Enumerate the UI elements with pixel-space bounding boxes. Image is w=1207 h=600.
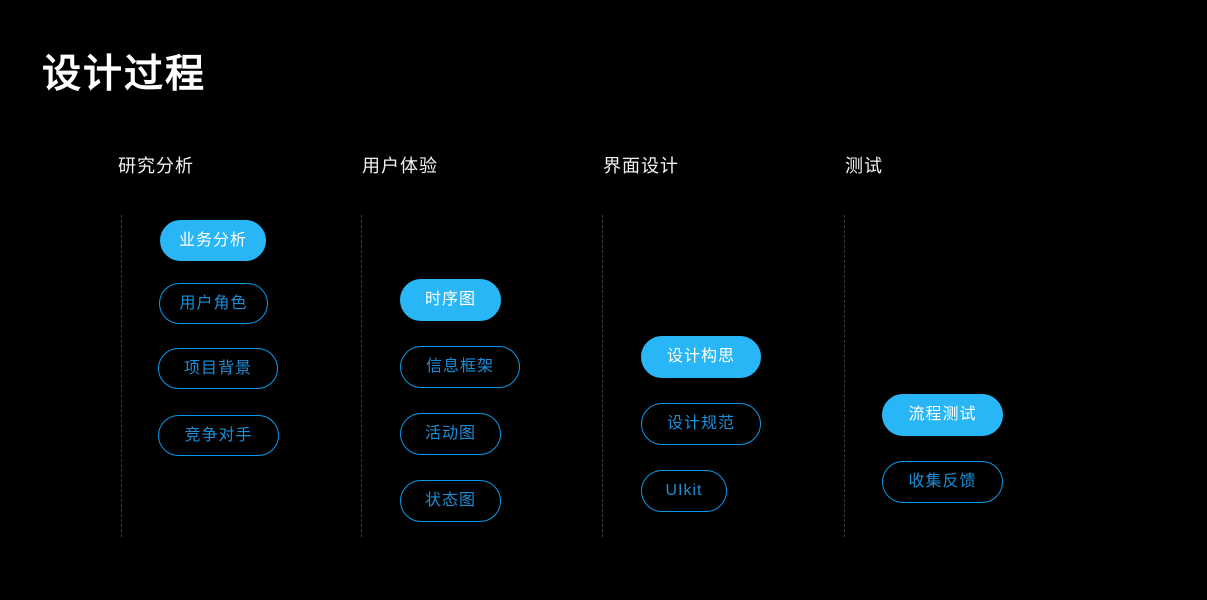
stage-pill[interactable]: 活动图 — [400, 413, 501, 455]
column-divider-4 — [844, 215, 845, 537]
stage-pill[interactable]: 设计构思 — [641, 336, 761, 378]
column-header-2: 用户体验 — [362, 156, 438, 176]
column-divider-2 — [361, 215, 362, 537]
stage-pill[interactable]: 设计规范 — [641, 403, 761, 445]
stage-pill[interactable]: 信息框架 — [400, 346, 520, 388]
stage-pill[interactable]: 业务分析 — [160, 220, 266, 261]
column-divider-1 — [121, 215, 122, 537]
stage-pill[interactable]: 状态图 — [400, 480, 501, 522]
stage-pill[interactable]: 竞争对手 — [158, 415, 279, 456]
stage-pill[interactable]: UIkit — [641, 470, 727, 512]
stage-pill[interactable]: 时序图 — [400, 279, 501, 321]
stage-pill[interactable]: 项目背景 — [158, 348, 278, 389]
page-title: 设计过程 — [42, 53, 207, 96]
column-header-4: 测试 — [845, 156, 883, 176]
column-divider-3 — [602, 215, 603, 537]
stage-pill[interactable]: 收集反馈 — [882, 461, 1003, 503]
column-header-3: 界面设计 — [603, 156, 679, 176]
stage-pill[interactable]: 用户角色 — [159, 283, 268, 324]
column-header-1: 研究分析 — [118, 156, 194, 176]
stage-pill[interactable]: 流程测试 — [882, 394, 1003, 436]
